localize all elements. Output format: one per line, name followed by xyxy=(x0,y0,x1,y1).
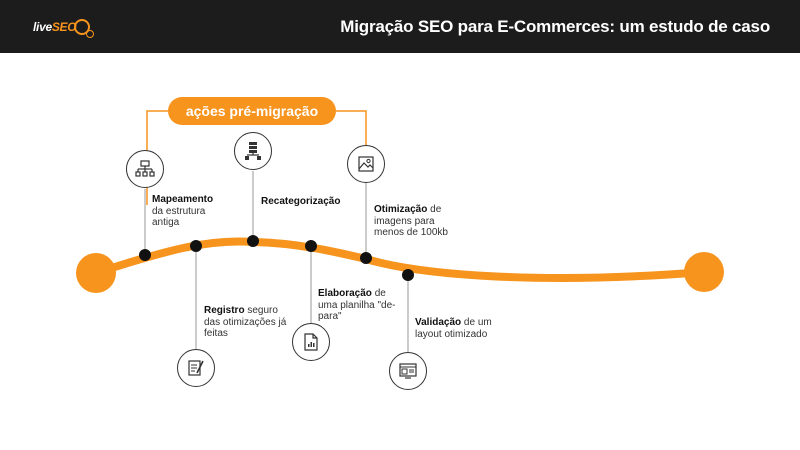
step-title: Otimização xyxy=(374,204,428,215)
timeline-node xyxy=(139,249,151,261)
timeline-start-dot xyxy=(76,253,116,293)
step-title: Mapeamento xyxy=(152,194,214,205)
timeline-node xyxy=(190,240,202,252)
checklist-pen-icon xyxy=(177,349,215,387)
step-label-recategorizacao: Recategorização xyxy=(261,196,351,208)
step-title: Recategorização xyxy=(261,196,341,207)
timeline-end-dot xyxy=(684,252,724,292)
logo-ring-icon xyxy=(74,18,95,38)
step-desc: seguro das otimizações já feitas xyxy=(204,305,287,339)
page-title: Migração SEO para E-Commerces: um estudo… xyxy=(340,16,770,36)
step-label-validacao: Validação de um layout otimizado xyxy=(415,317,493,340)
timeline-node xyxy=(360,252,372,264)
step-label-elaboracao: Elaboração de uma planilha "de-para" xyxy=(318,288,398,323)
step-desc: de imagens para menos de 100kb xyxy=(374,204,448,238)
timeline-graphics xyxy=(76,110,724,353)
step-title: Validação xyxy=(415,317,462,328)
pre-migration-bracket-label: ações pré-migração xyxy=(168,97,336,125)
timeline-node xyxy=(247,235,259,247)
step-label-mapeamento: Mapeamento da estrutura antiga xyxy=(152,194,232,229)
logo-text-seo: SEO xyxy=(51,19,77,34)
step-title: Registro xyxy=(204,305,245,316)
step-label-otimizacao: Otimização de imagens para menos de 100k… xyxy=(374,204,452,239)
timeline-node xyxy=(305,240,317,252)
timeline-diagram: ações pré-migração xyxy=(0,53,800,450)
step-desc: de um layout otimizado xyxy=(415,317,492,340)
sitemap-icon xyxy=(126,150,164,188)
hierarchy-icon xyxy=(234,132,272,170)
step-label-registro: Registro seguro das otimizações já feita… xyxy=(204,305,294,340)
timeline-curve xyxy=(92,237,708,282)
step-title: Elaboração xyxy=(318,288,372,299)
step-desc: da estrutura antiga xyxy=(152,205,206,229)
step-desc: de uma planilha "de-para" xyxy=(318,288,396,322)
image-icon xyxy=(347,145,385,183)
bracket-right-line xyxy=(336,110,367,147)
spreadsheet-file-icon xyxy=(292,323,330,361)
layout-screen-icon xyxy=(389,352,427,390)
logo-text-live: live xyxy=(33,19,52,34)
timeline-node xyxy=(402,269,414,281)
